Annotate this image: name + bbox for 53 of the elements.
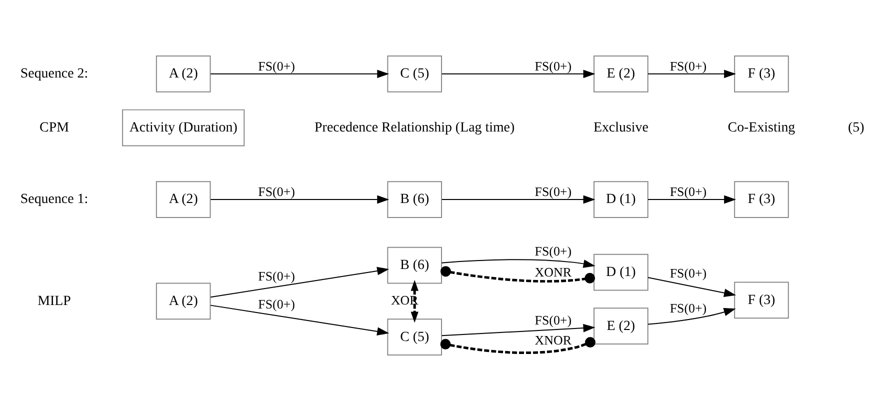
arrow (210, 195, 390, 204)
node-box: E (2) (594, 55, 648, 92)
node-box: A (2) (156, 181, 211, 218)
node-box: F (3) (734, 282, 789, 319)
legend-label: Co-Existing (728, 120, 796, 136)
arrow (410, 280, 418, 323)
edge-label: XNOR (534, 332, 572, 348)
node-box: A (2) (156, 55, 211, 92)
edge-label: FS(0+) (534, 58, 572, 74)
edge-label: XONR (534, 264, 572, 280)
legend-label: Precedence Relationship (Lag time) (314, 120, 515, 136)
legend-label: Exclusive (593, 120, 648, 136)
label: (5) (848, 120, 864, 136)
arrow (648, 308, 736, 325)
node-box: F (3) (734, 181, 789, 218)
edge-label: FS(0+) (670, 266, 707, 281)
edge-label: FS(0+) (258, 58, 295, 74)
connector (440, 337, 596, 354)
label: Sequence 2: (20, 66, 88, 82)
edge-label: FS(0+) (534, 244, 572, 259)
edge-label: FS(0+) (258, 296, 295, 312)
edge-label: FS(0+) (534, 312, 572, 328)
connector (440, 266, 596, 284)
edge-label: FS(0+) (258, 184, 295, 199)
edge-label: FS(0+) (534, 184, 572, 199)
label: MILP (38, 294, 71, 309)
edge-label: FS(0+) (258, 268, 295, 284)
node-box: Activity (Duration) (122, 109, 245, 146)
arrow (441, 324, 596, 336)
edge-label: FS(0+) (670, 184, 707, 199)
edge-label: XOR (390, 292, 418, 308)
node-box: F (3) (734, 55, 789, 92)
arrow (648, 195, 736, 204)
node-box: E (2) (594, 308, 648, 345)
arrow (210, 304, 390, 336)
node-box: D (1) (594, 181, 648, 218)
node-box: B (6) (387, 181, 442, 218)
arrow (441, 70, 596, 78)
label: CPM (40, 120, 70, 136)
edge-label: FS(0+) (670, 300, 707, 316)
arrow (648, 277, 736, 297)
arrow (441, 195, 596, 204)
node-box: B (6) (387, 246, 442, 284)
arrow (441, 259, 596, 268)
node-box: A (2) (156, 282, 211, 320)
edge-label: FS(0+) (670, 58, 707, 74)
arrow (210, 266, 390, 298)
arrow (648, 70, 736, 78)
node-box: C (5) (387, 318, 442, 356)
arrow (210, 70, 390, 78)
node-box: C (5) (387, 55, 442, 92)
label: Sequence 1: (20, 192, 88, 208)
node-box: D (1) (594, 254, 648, 291)
